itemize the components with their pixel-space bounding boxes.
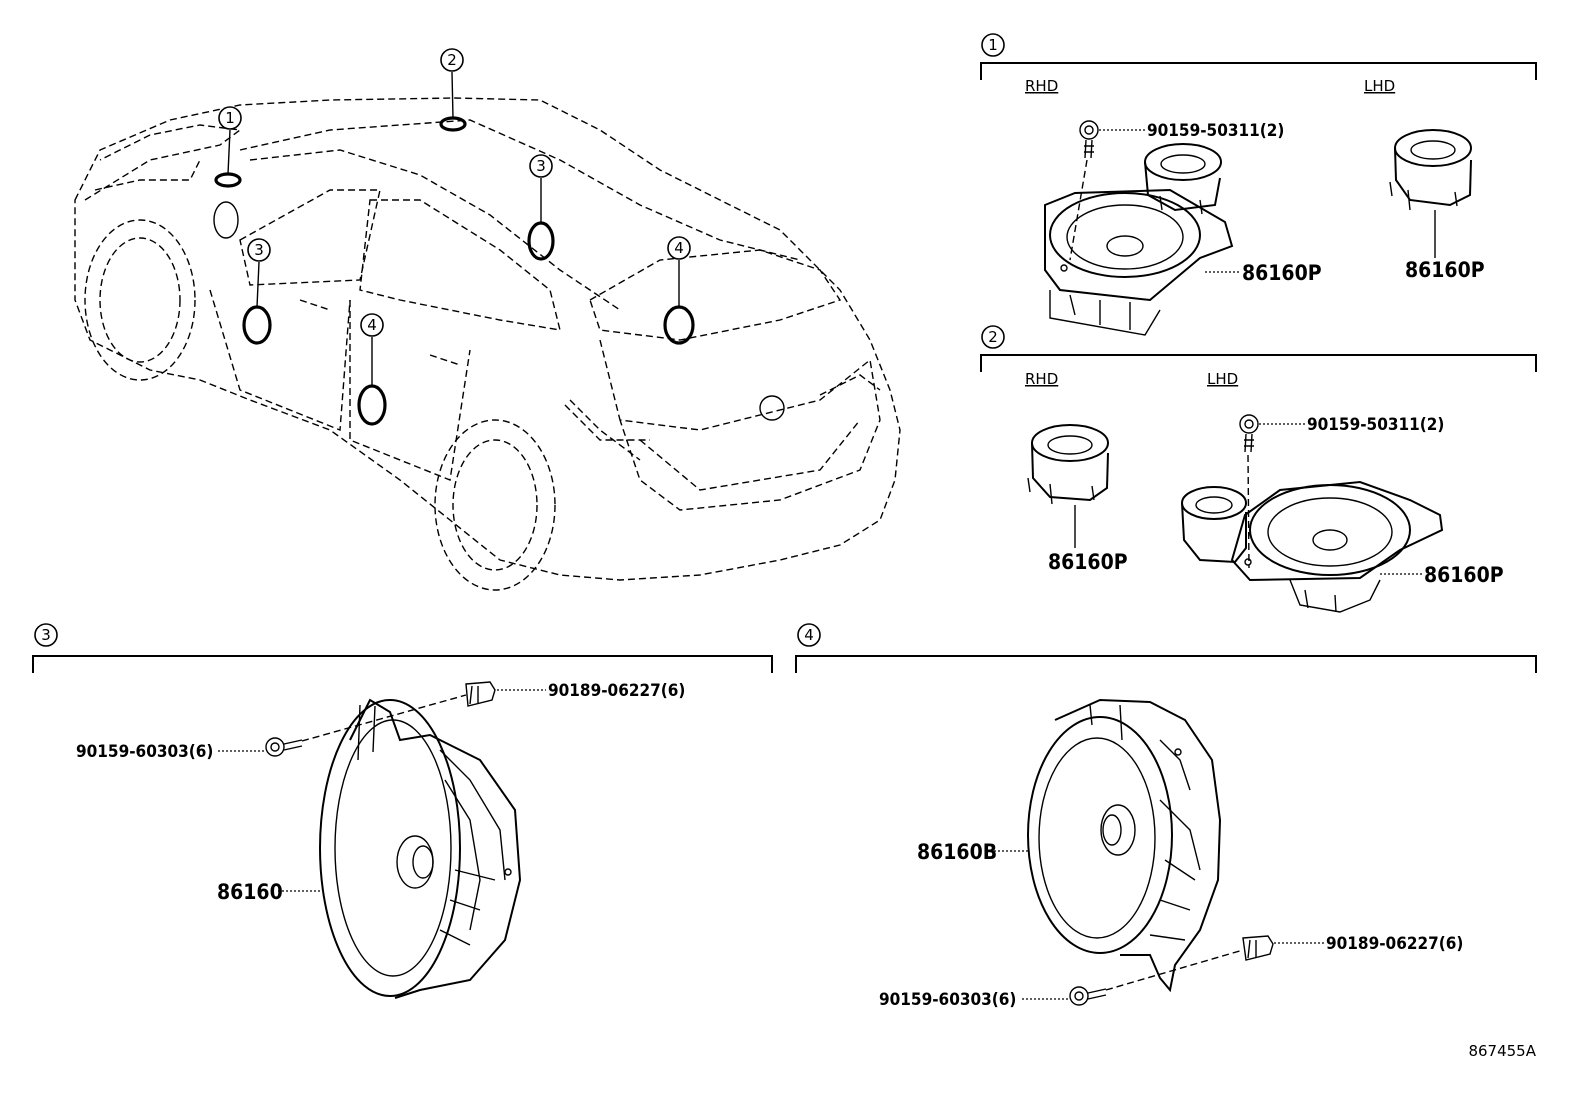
group-4-clip-label: 90189-06227(6): [1326, 934, 1463, 954]
svg-text:4: 4: [367, 316, 377, 334]
group-4-speaker-label: 86160B: [917, 840, 997, 864]
tweeter-icon: [1181, 486, 1247, 564]
tweeter-icon: [1144, 143, 1222, 215]
group-2-lhd-label: LHD: [1207, 370, 1238, 388]
speaker-icon: [1044, 188, 1234, 336]
group-2-bracket: [980, 354, 1537, 372]
group-1: 1 RHD LHD 90159-50311(2): [980, 33, 1537, 336]
car-marker-2: 2: [440, 48, 464, 72]
group-2-lhd-speaker-label: 86160P: [1424, 563, 1504, 587]
clip-icon: [1242, 935, 1274, 961]
speaker-icon: [1027, 698, 1222, 993]
group-1-lhd-label: LHD: [1364, 77, 1395, 95]
group-2-rhd-label: RHD: [1025, 370, 1058, 388]
svg-text:2: 2: [988, 328, 998, 346]
group-2: 2 RHD LHD 86160P 90159-50311(2): [980, 325, 1537, 613]
clip-icon: [465, 681, 496, 707]
group-1-bolt-label: 90159-50311(2): [1147, 121, 1284, 141]
svg-text:2: 2: [447, 51, 457, 69]
group-3-speaker-label: 86160: [217, 880, 283, 904]
group-3-screw-label: 90159-60303(6): [76, 742, 213, 762]
group-1-marker: 1: [981, 33, 1005, 57]
car-marker-1: 1: [218, 106, 242, 130]
group-3-marker: 3: [34, 623, 58, 647]
group-2-bolt-label: 90159-50311(2): [1307, 415, 1444, 435]
group-3-clip-label: 90189-06227(6): [548, 681, 685, 701]
svg-text:4: 4: [674, 239, 684, 257]
svg-text:1: 1: [225, 109, 235, 127]
bolt-icon: [1239, 414, 1259, 453]
group-2-marker: 2: [981, 325, 1005, 349]
screw-icon: [1069, 986, 1107, 1006]
diagram-id: 867455A: [1468, 1042, 1536, 1060]
tweeter-icon: [1389, 129, 1472, 211]
group-3: 3 90189-06227(6) 90159-60303(6): [32, 623, 773, 999]
group-4-screw-label: 90159-60303(6): [879, 990, 1016, 1010]
group-1-bracket: [980, 62, 1537, 80]
group-4-bracket: [795, 655, 1537, 673]
car-marker-4b: 4: [667, 236, 691, 260]
group-1-rhd-label: RHD: [1025, 77, 1058, 95]
group-1-rhd-speaker-label: 86160P: [1242, 261, 1322, 285]
speaker-icon: [319, 698, 522, 999]
group-1-lhd-tweeter-label: 86160P: [1405, 258, 1485, 282]
svg-text:3: 3: [536, 157, 546, 175]
tweeter-icon: [1027, 424, 1109, 505]
screw-icon: [265, 737, 303, 757]
group-4: 4 86160B 90189-06227(6): [795, 623, 1537, 1010]
car-illustration: [74, 71, 901, 591]
svg-text:3: 3: [254, 241, 264, 259]
car-marker-3a: 3: [529, 154, 553, 178]
group-3-bracket: [32, 655, 773, 673]
group-4-marker: 4: [797, 623, 821, 647]
svg-text:3: 3: [41, 626, 51, 644]
car-marker-3b: 3: [247, 238, 271, 262]
svg-text:1: 1: [988, 36, 998, 54]
speaker-icon: [1230, 480, 1444, 613]
bolt-icon: [1079, 120, 1099, 159]
car-marker-4a: 4: [360, 313, 384, 337]
group-2-rhd-tweeter-label: 86160P: [1048, 550, 1128, 574]
svg-text:4: 4: [804, 626, 814, 644]
